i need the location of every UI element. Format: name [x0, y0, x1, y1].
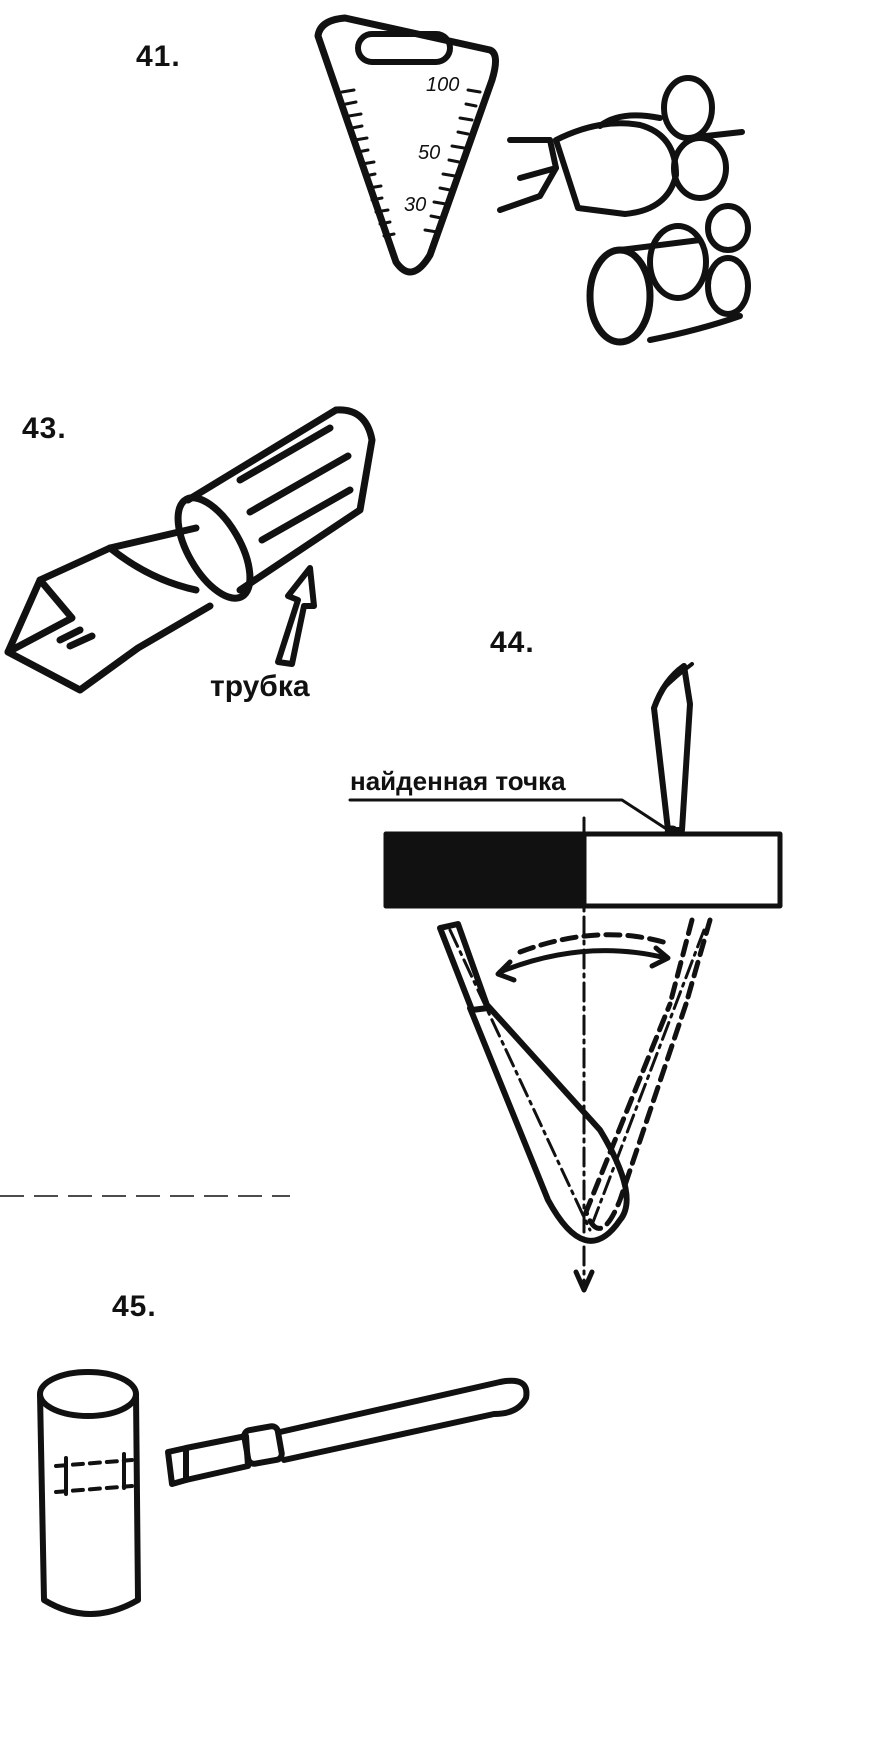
- figure-43-label: 43.: [22, 412, 67, 445]
- figure-41-label: 41.: [136, 40, 181, 73]
- found-point-caption: найденная точка: [350, 766, 566, 796]
- triangle-gauge-icon: [314, 14, 499, 276]
- drill-bit-with-tube-icon: [4, 406, 376, 694]
- gauge-scale-50: 50: [418, 142, 441, 164]
- hand-with-logs-icon: [497, 75, 751, 346]
- gauge-scale-30: 30: [404, 194, 427, 216]
- figure-45-label: 45.: [112, 1290, 157, 1323]
- gauge-scale-100: 100: [426, 74, 460, 96]
- magnet-and-screwdriver-icon: [348, 662, 783, 1293]
- figure-44-label: 44.: [490, 626, 535, 659]
- cylinder-and-screwdriver-icon: [37, 1369, 530, 1617]
- tube-caption: трубка: [210, 670, 310, 703]
